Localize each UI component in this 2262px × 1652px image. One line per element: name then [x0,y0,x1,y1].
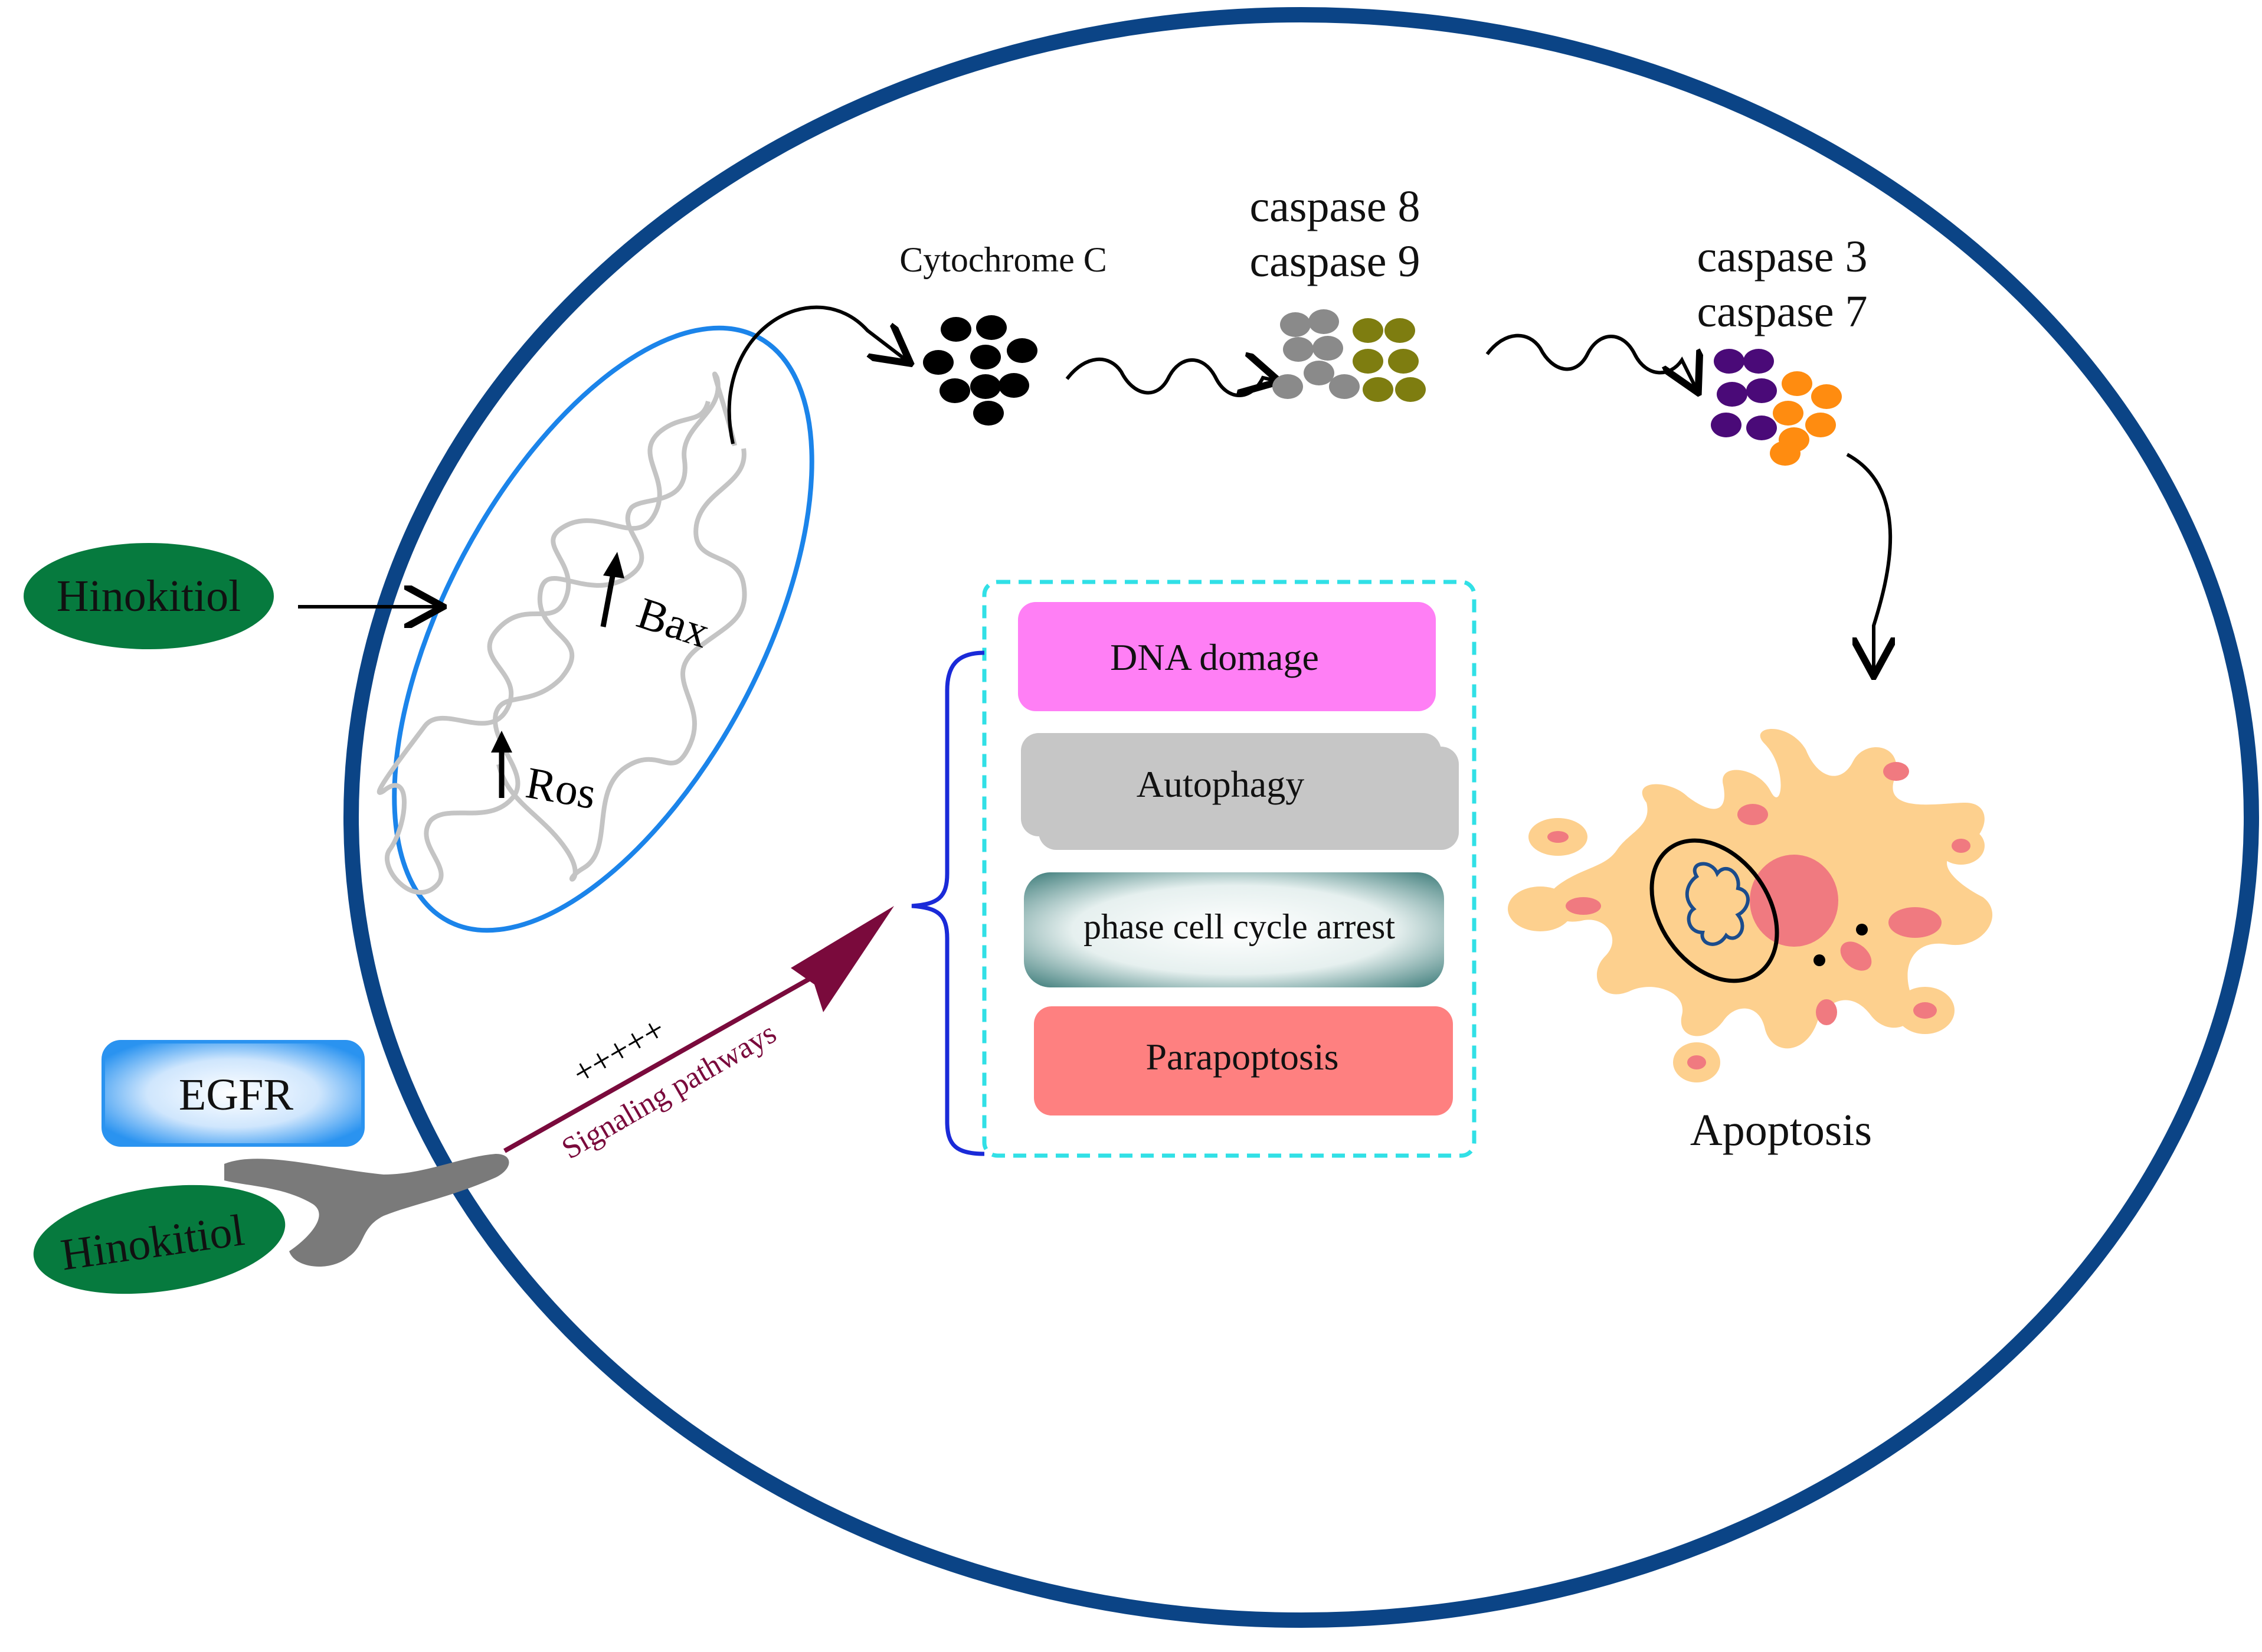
caspase8-label: caspase 8 [1249,182,1420,231]
effect-autophagy: Autophagy [1021,733,1459,850]
ros-arrowhead [491,731,512,753]
hinokitiol-bottom-ellipse [33,1185,286,1294]
outcomes-brace [911,650,985,1156]
effect-dna-damage-label: DNA domage [1110,636,1319,678]
wavy-arrow-1 [1065,359,1276,397]
caspase9-cluster [1353,318,1426,402]
effect-dna-damage: DNA domage [1018,602,1436,711]
egfr-receptor-shape [224,1154,509,1267]
egfr-label: EGFR [179,1070,294,1120]
signaling-arrowhead [791,906,894,1012]
signaling-arrow-shaft [503,954,851,1153]
cytochrome-c-label: Cytochrome C [899,240,1107,279]
caspase3-cluster [1711,349,1777,440]
egfr-box [102,1040,365,1147]
apoptosis-label: Apoptosis [1690,1105,1872,1155]
caspase-to-apoptosis-arrow [1846,453,1890,673]
hinokitiol-top-label: Hinokitiol [57,571,241,621]
effect-parapoptosis: Parapoptosis [1034,1006,1453,1115]
bax-arrowhead [603,552,624,578]
apoptotic-cell [1508,729,1993,1082]
caspase3-label: caspase 3 [1697,232,1867,282]
effect-autophagy-label: Autophagy [1137,763,1304,805]
mitochondrion [377,325,814,933]
caspase7-cluster [1770,371,1842,466]
ros-label: Ros [522,758,600,819]
effect-parapoptosis-label: Parapoptosis [1145,1036,1338,1078]
mito-to-cytochrome-arrow [727,305,908,444]
effect-cell-cycle-arrest: phase cell cycle arrest [1024,872,1444,987]
caspase7-label: caspase 7 [1697,287,1867,336]
outcomes-dashed-box [982,580,1477,1158]
caspase8-cluster [1272,309,1360,399]
caspase9-label: caspase 9 [1249,237,1420,286]
hinokitiol-top-ellipse [24,543,274,649]
effect-cell-cycle-arrest-label: phase cell cycle arrest [1083,907,1395,946]
wavy-arrow-2 [1485,333,1697,390]
cytochrome-c-cluster [923,315,1037,426]
mitochondrion-cristae [377,371,737,895]
